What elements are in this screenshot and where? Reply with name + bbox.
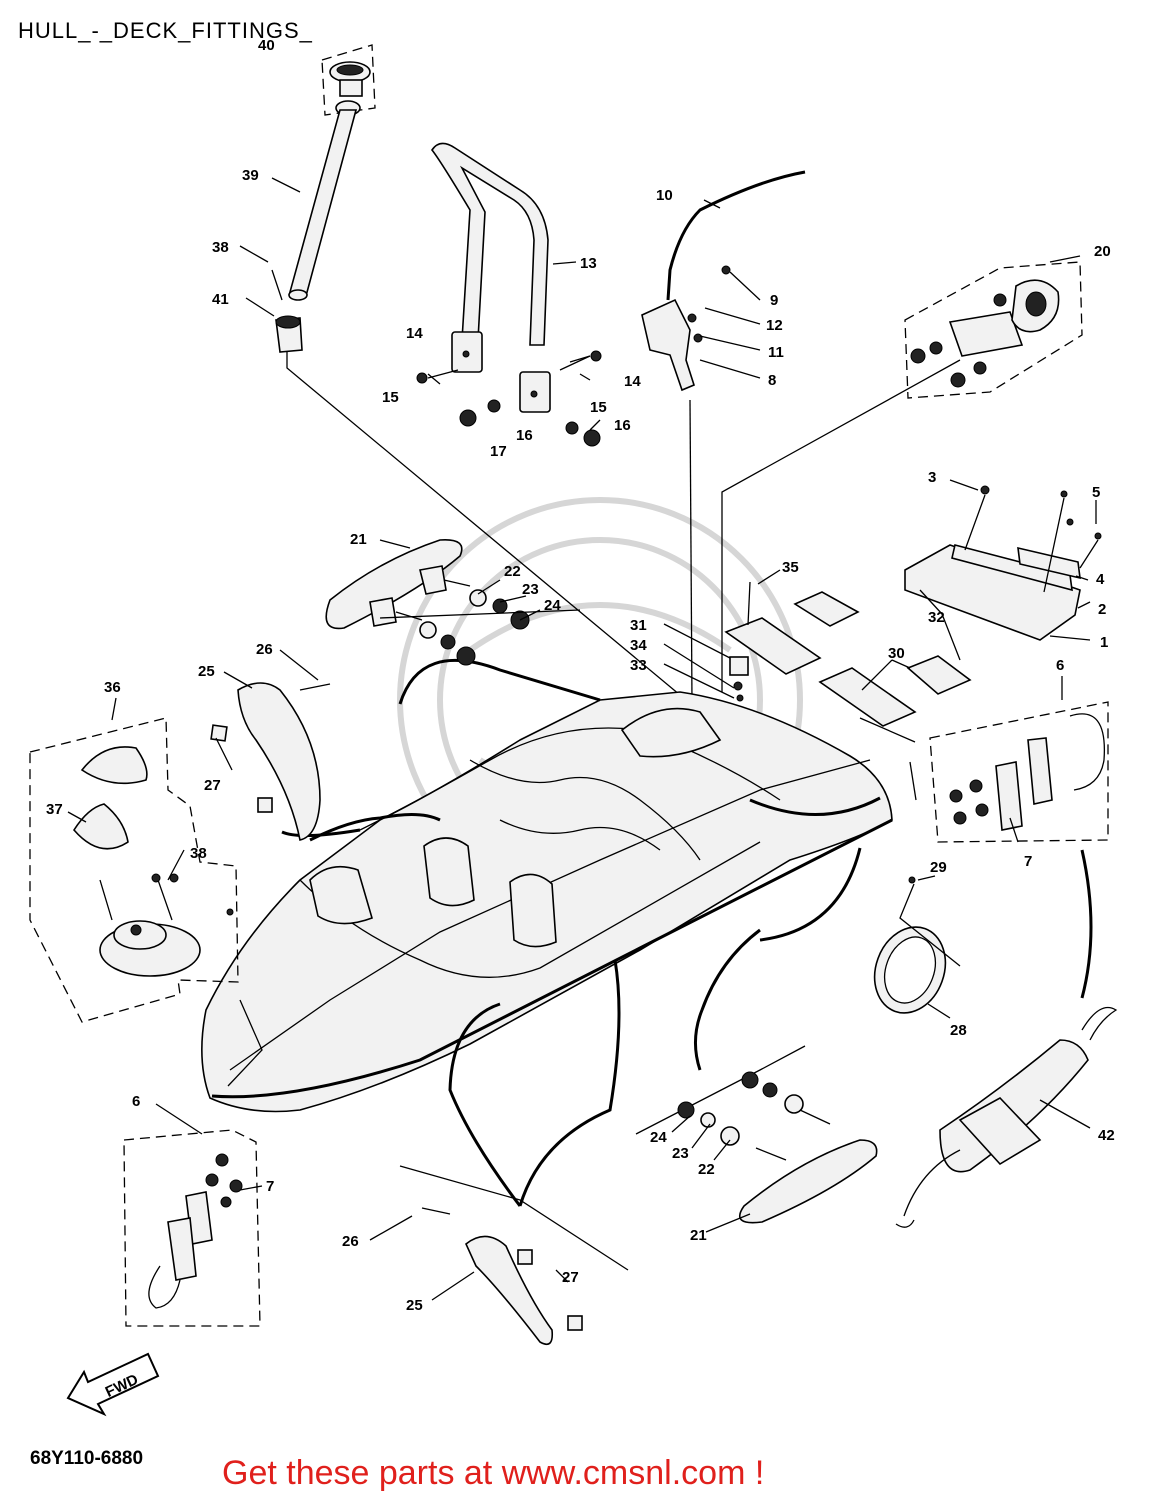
callout-c22a: 22 xyxy=(504,563,521,580)
callout-c8: 8 xyxy=(768,372,776,389)
callout-c14b: 14 xyxy=(624,373,641,390)
callout-leaders xyxy=(67,177,1097,1301)
callout-c33: 33 xyxy=(630,657,647,674)
callout-c21a: 21 xyxy=(350,531,367,548)
callout-c35: 35 xyxy=(782,559,799,576)
callout-c20: 20 xyxy=(1094,243,1111,260)
callout-c24b: 24 xyxy=(650,1129,667,1146)
callout-c25a: 25 xyxy=(198,663,215,680)
callout-c13: 13 xyxy=(580,255,597,272)
callout-c6a: 6 xyxy=(1056,657,1064,674)
callout-c15a: 15 xyxy=(382,389,399,406)
callout-c11: 11 xyxy=(768,344,784,361)
callout-c34: 34 xyxy=(630,637,647,654)
callout-c26a: 26 xyxy=(256,641,273,658)
callout-c30: 30 xyxy=(888,645,905,662)
sponson-upper xyxy=(325,539,581,666)
callout-c41: 41 xyxy=(212,291,229,308)
callout-c39: 39 xyxy=(242,167,259,184)
callout-c16b: 16 xyxy=(614,417,631,434)
callout-c31: 31 xyxy=(630,617,647,634)
deck-pads xyxy=(724,581,972,727)
cable-assembly xyxy=(641,170,806,703)
callout-c5: 5 xyxy=(1092,484,1100,501)
callout-c27b: 27 xyxy=(562,1269,579,1286)
ring-part xyxy=(873,876,961,1014)
sponson-lower xyxy=(635,1045,878,1224)
callout-c27a: 27 xyxy=(204,777,221,794)
callout-c4: 4 xyxy=(1096,571,1105,588)
hook-assembly-left xyxy=(123,1129,261,1327)
callout-c37: 37 xyxy=(46,801,63,818)
callout-c21b: 21 xyxy=(690,1227,707,1244)
filler-tube-assembly xyxy=(271,44,681,696)
page-title: HULL_-_DECK_FITTINGS_ xyxy=(18,18,313,43)
callout-c1: 1 xyxy=(1100,634,1108,651)
callout-c7b: 7 xyxy=(266,1178,274,1195)
callout-c3: 3 xyxy=(928,469,936,486)
callout-c38b: 38 xyxy=(212,239,229,256)
callout-c42: 42 xyxy=(1098,1127,1115,1144)
callout-c29: 29 xyxy=(930,859,947,876)
tie-down-strap xyxy=(895,1006,1118,1228)
rear-rail-assembly xyxy=(904,485,1102,641)
callout-c40: 40 xyxy=(258,37,275,54)
callout-c10: 10 xyxy=(656,187,673,204)
forward-arrow-icon: FWD xyxy=(66,1352,160,1417)
callout-c6b: 6 xyxy=(132,1093,140,1110)
callout-c32: 32 xyxy=(928,609,945,626)
diagram-code: 68Y110-6880 xyxy=(30,1448,144,1469)
leader-lines xyxy=(281,658,1093,1207)
callout-c12: 12 xyxy=(766,317,783,334)
callout-c24a: 24 xyxy=(544,597,561,614)
callout-labels: 1234566778910111213141415151616172021212… xyxy=(46,37,1115,1314)
callout-c38a: 38 xyxy=(190,845,207,862)
promo-link[interactable]: Get these parts at www.cmsnl.com ! xyxy=(222,1454,765,1492)
callout-c17: 17 xyxy=(490,443,507,460)
callout-c7a: 7 xyxy=(1024,853,1032,870)
callout-c15b: 15 xyxy=(590,399,607,416)
callout-c9: 9 xyxy=(770,292,778,309)
callout-c25b: 25 xyxy=(406,1297,423,1314)
callout-c14a: 14 xyxy=(406,325,423,342)
callout-c28: 28 xyxy=(950,1022,967,1039)
callout-c26b: 26 xyxy=(342,1233,359,1250)
callout-c16a: 16 xyxy=(516,427,533,444)
callout-c23b: 23 xyxy=(672,1145,689,1162)
callout-c36: 36 xyxy=(104,679,121,696)
callout-c2: 2 xyxy=(1098,601,1106,618)
callout-c22b: 22 xyxy=(698,1161,715,1178)
fuel-cap-assembly xyxy=(29,717,239,1023)
callout-c23a: 23 xyxy=(522,581,539,598)
hull-body xyxy=(201,691,893,1113)
grab-handle-assembly xyxy=(416,142,602,447)
tow-eye-assembly xyxy=(721,261,1083,692)
side-handles xyxy=(210,682,629,1346)
hook-assembly-right xyxy=(929,701,1109,843)
